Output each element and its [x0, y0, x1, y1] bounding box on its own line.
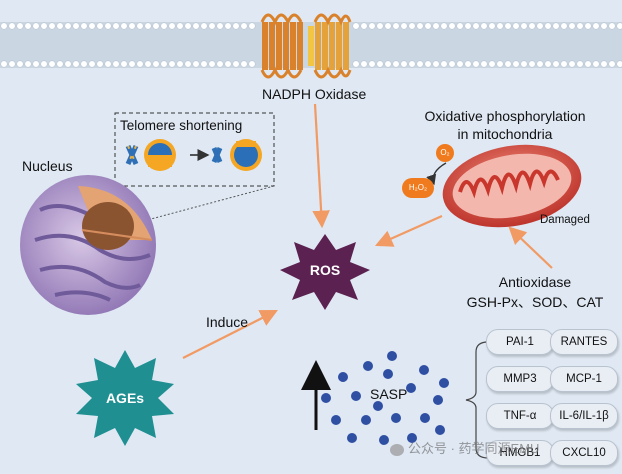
factor-tnf-alpha: TNF-α: [486, 403, 554, 429]
damaged-label: Damaged: [540, 214, 590, 226]
sasp-dots: [321, 351, 449, 445]
ages-label: AGEs: [105, 390, 145, 406]
nucleus-label: Nucleus: [22, 158, 73, 174]
factor-bracket: [465, 341, 489, 459]
factor-pai-1: PAI-1: [486, 329, 554, 355]
chromosome-short-icon: [190, 139, 262, 171]
sasp-dot: [419, 365, 429, 375]
sasp-dot: [379, 435, 389, 445]
sasp-dot: [433, 395, 443, 405]
antioxidase-enzymes: GSH-Px、SOD、CAT: [466, 294, 604, 310]
o2-molecule: O₂: [436, 144, 454, 162]
sasp-dot: [407, 433, 417, 443]
nadph-oxidase-label: NADPH Oxidase: [262, 86, 367, 102]
sasp-dot: [338, 372, 348, 382]
sasp-dot: [406, 383, 416, 393]
sasp-dot: [361, 415, 371, 425]
ros-star-icon: [280, 234, 370, 310]
sasp-dot: [439, 378, 449, 388]
factor-rantes: RANTES: [550, 329, 618, 355]
nadph-oxidase-icon: [260, 13, 352, 79]
sasp-dot: [321, 393, 331, 403]
h2o2-molecule: H₂O₂: [402, 178, 434, 198]
wechat-icon: [390, 443, 404, 456]
sasp-dot: [435, 425, 445, 435]
ros-label: ROS: [309, 262, 341, 278]
oxphos-title-line1: Oxidative phosphorylation: [424, 108, 586, 124]
sasp-dot: [383, 369, 393, 379]
nucleus-icon: [20, 175, 156, 315]
factor-cxcl10: CXCL10: [550, 440, 618, 466]
ages-starburst-icon: [76, 350, 174, 446]
watermark-text: 公众号 · 药学同源EMU: [408, 441, 540, 456]
oxphos-title: Oxidative phosphorylation in mitochondri…: [400, 107, 610, 143]
antioxidase-title: Antioxidase: [498, 274, 572, 290]
sasp-dot: [351, 391, 361, 401]
factor-mmp3: MMP3: [486, 366, 554, 392]
factor-hmgb1: HMGB1: [486, 440, 554, 466]
sasp-label: SASP: [370, 386, 408, 402]
factor-il6-il1b: IL-6/IL-1β: [550, 403, 618, 429]
sasp-dot: [331, 415, 341, 425]
sasp-dot: [363, 361, 373, 371]
induce-label: Induce: [206, 314, 249, 330]
antioxidase-block: Antioxidase GSH-Px、SOD、CAT: [452, 272, 618, 312]
oxphos-title-line2: in mitochondria: [457, 126, 553, 142]
telomere-label: Telomere shortening: [120, 118, 243, 133]
watermark: 公众号 · 药学同源EMU: [390, 438, 539, 457]
mitochondria-icon: [442, 144, 582, 228]
sasp-dot: [347, 433, 357, 443]
o2-conversion-arrow: [426, 162, 447, 186]
sasp-dot: [373, 401, 383, 411]
factor-mcp-1: MCP-1: [550, 366, 618, 392]
pathway-arrows: [182, 103, 553, 359]
sasp-dot: [420, 413, 430, 423]
chromosome-long-icon: [125, 139, 176, 171]
sasp-dot: [391, 413, 401, 423]
sasp-dot: [387, 351, 397, 361]
